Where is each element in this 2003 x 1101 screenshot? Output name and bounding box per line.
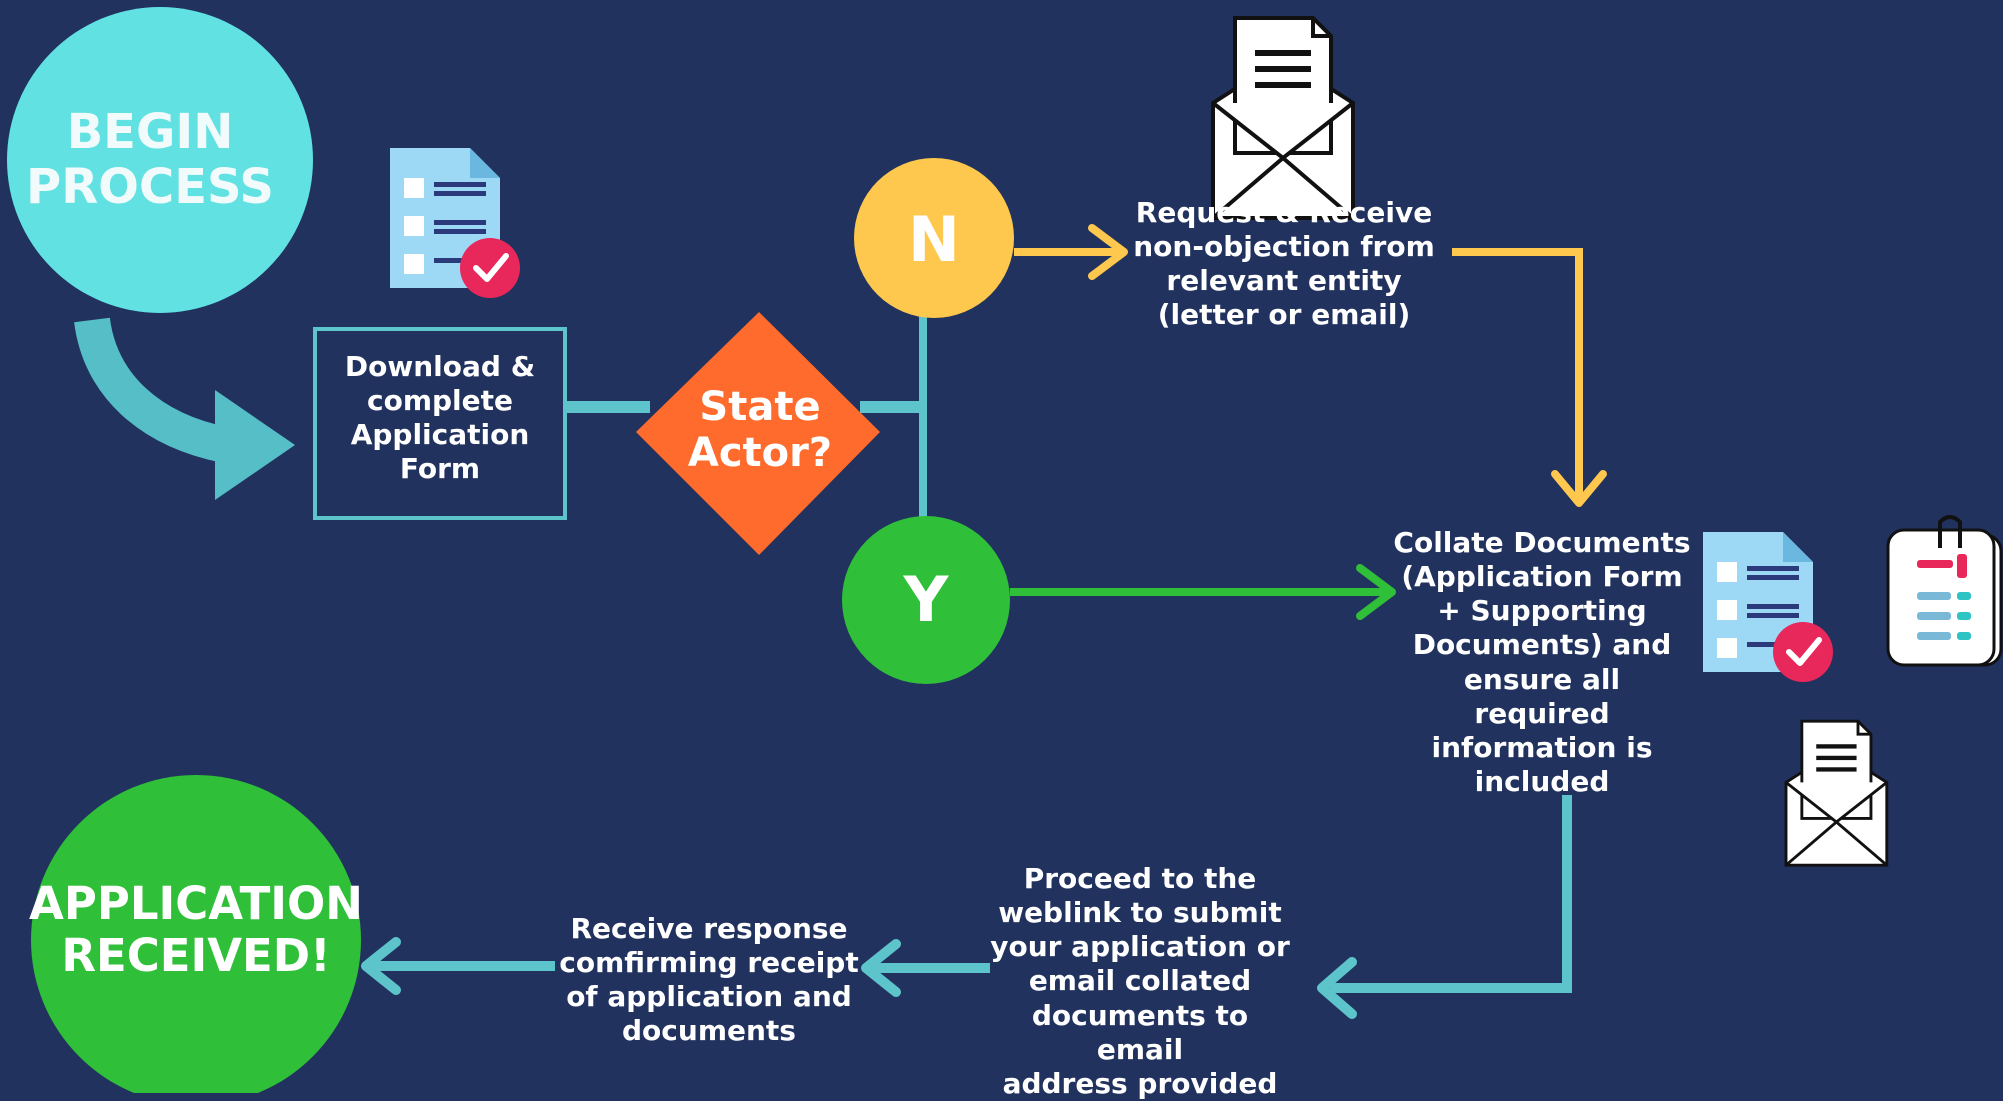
start-arrowhead (215, 390, 295, 500)
application-received-label: APPLICATION RECEIVED! (29, 877, 363, 982)
submit-to-receive-arrowhead (861, 939, 901, 997)
receive-to-end-arrowhead (361, 937, 401, 995)
checklist-doc-icon (1703, 532, 1833, 682)
no-branch-circle (854, 158, 1014, 318)
yes-branch-circle (842, 516, 1010, 684)
non-objection-arrowhead (1551, 470, 1607, 507)
yes-branch-label: Y (903, 563, 949, 637)
non-objection-to-collate-arrow (1452, 248, 1583, 500)
non-objection-step-text: Request & Receive non-objection from rel… (1133, 196, 1435, 332)
state-actor-label: State Actor? (687, 384, 833, 476)
checklist-doc-icon (390, 148, 520, 298)
collate-to-submit-arrow (1330, 795, 1572, 993)
application-received-circle (31, 775, 361, 1093)
yes-arrowhead (1356, 564, 1396, 620)
download-step-box (313, 327, 567, 520)
envelope-letter-icon (1784, 719, 1889, 867)
collate-to-submit-arrowhead (1317, 957, 1357, 1019)
collate-step-text: Collate Documents (Application Form + Su… (1393, 526, 1691, 799)
receive-step-text: Receive response comfirming receipt of a… (559, 912, 859, 1048)
download-step-text: Download & complete Application Form (344, 350, 536, 486)
begin-process-circle (7, 7, 313, 313)
clipboard-icon (1886, 515, 2003, 667)
no-arrowhead (1088, 224, 1128, 280)
start-arrow (74, 317, 229, 463)
no-branch-label: N (908, 203, 960, 277)
submit-step-text: Proceed to the weblink to submit your ap… (990, 862, 1290, 1100)
state-actor-diamond (636, 312, 880, 555)
begin-process-label: BEGIN PROCESS (26, 103, 274, 215)
envelope-letter-icon (1211, 16, 1355, 220)
